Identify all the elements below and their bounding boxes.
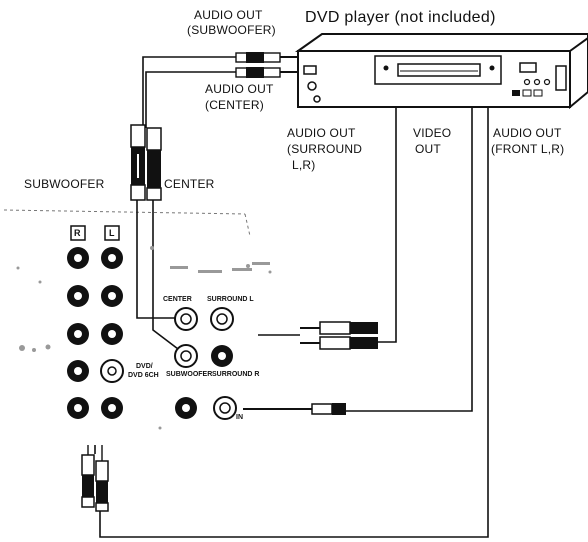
panel-center-label: CENTER (163, 296, 192, 303)
panel-surround-r-label: SURROUND R (212, 371, 260, 378)
center-cable-upper (145, 71, 236, 128)
video-plug (243, 403, 346, 415)
audio-out-center-label-1: AUDIO OUT (205, 82, 274, 96)
video-cable (345, 108, 473, 412)
audio-out-center-label-2: (CENTER) (205, 98, 264, 112)
panel-texture (16, 246, 272, 430)
subwoofer-cable-lower (136, 200, 178, 319)
panel-dvd-6ch-label-2: DVD 6CH (128, 372, 159, 379)
subwoofer-cable (142, 56, 236, 125)
panel-subwoofer-label: SUBWOOFER (166, 371, 213, 378)
audio-out-surround-label-2: (SURROUND (287, 142, 363, 156)
receiver-panel-outline (3, 209, 251, 237)
jack-column-r (67, 247, 89, 419)
jack-column-l (100, 247, 124, 419)
channel-badges (70, 225, 120, 241)
panel-l-label: L (109, 228, 115, 238)
panel-r-label: R (74, 228, 81, 238)
front-cable (99, 108, 489, 538)
video-out-label-2: OUT (415, 142, 441, 156)
dvd-player-icon (294, 33, 588, 110)
panel-in-label: IN (236, 414, 243, 421)
dvd-player-title: DVD player (not included) (305, 9, 496, 26)
front-plugs (81, 445, 109, 512)
audio-out-surround-label-3: L,R) (292, 158, 316, 172)
audio-out-subwoofer-label-2: (SUBWOOFER) (187, 23, 276, 37)
video-out-label-1: VIDEO (413, 126, 452, 140)
panel-dvd-6ch-label-1: DVD/ (136, 363, 153, 370)
panel-surround-l-label: SURROUND L (207, 296, 254, 303)
subwoofer-center-plugs (130, 124, 162, 201)
surround-cable (378, 108, 397, 343)
center-cable-lower (152, 200, 183, 353)
rca-plug-icon (235, 52, 298, 78)
audio-out-front-label-2: (FRONT L,R) (491, 142, 565, 156)
surround-plugs (258, 321, 378, 350)
audio-out-front-label-1: AUDIO OUT (493, 126, 562, 140)
center-plug-label: CENTER (164, 177, 215, 191)
audio-out-surround-label-1: AUDIO OUT (287, 126, 356, 140)
rca-jack-icon (67, 247, 237, 420)
cables (94, 56, 489, 538)
audio-out-subwoofer-label-1: AUDIO OUT (194, 8, 263, 22)
subwoofer-plug-label: SUBWOOFER (24, 177, 105, 191)
